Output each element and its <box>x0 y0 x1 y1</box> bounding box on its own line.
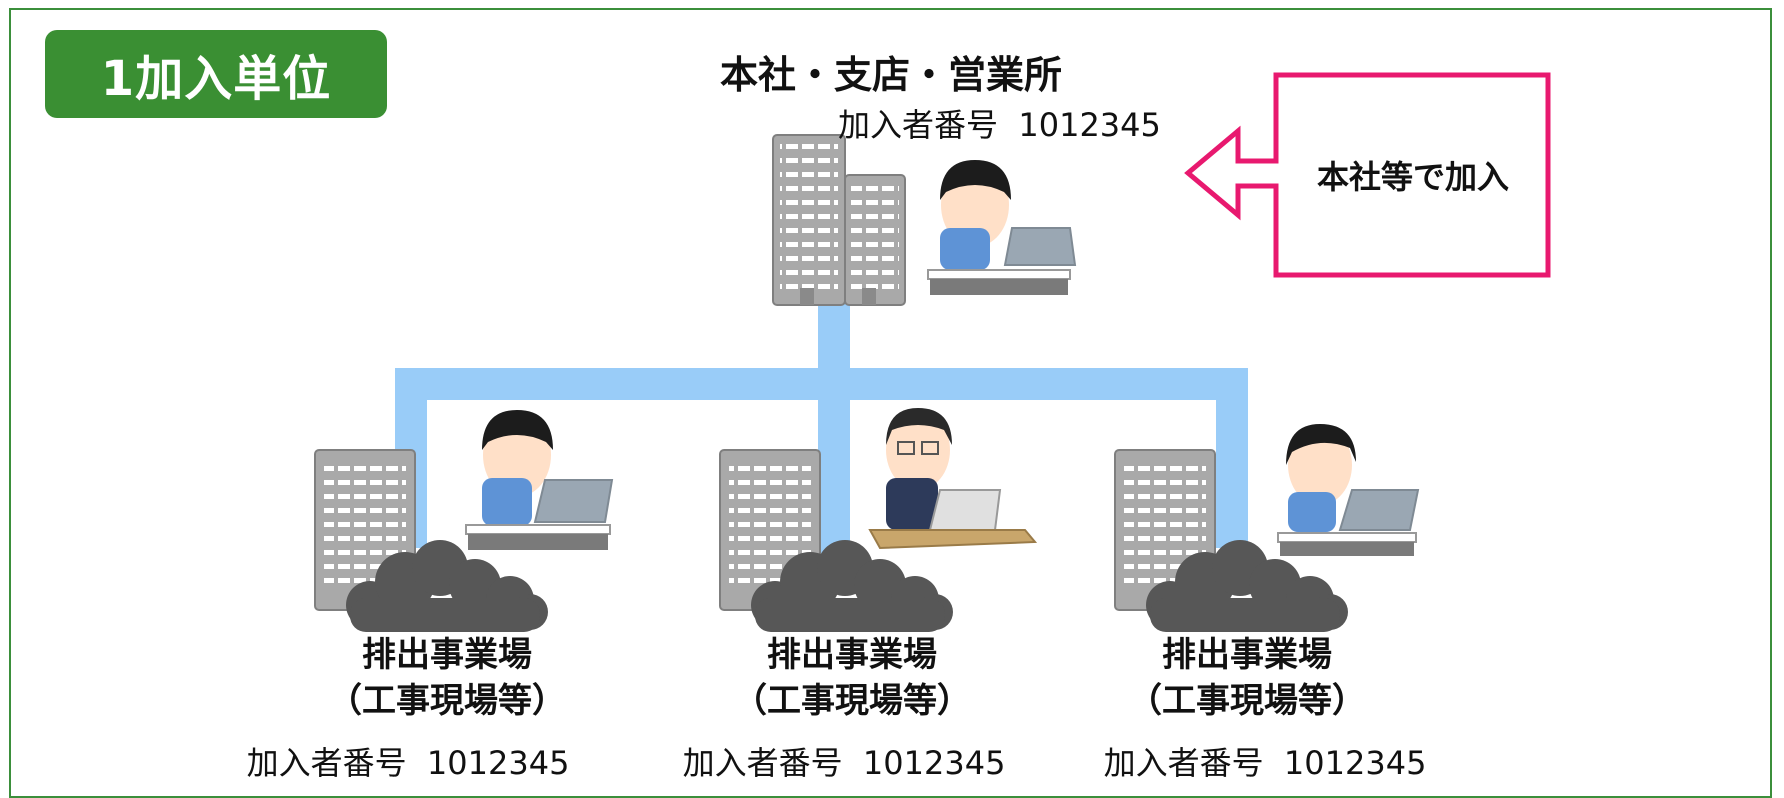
site-title-line1: 排出事業場 <box>362 635 532 675</box>
callout-arrow <box>1184 72 1551 278</box>
site-title: 排出事業場 （工事現場等） <box>287 632 607 724</box>
site-title: 排出事業場 （工事現場等） <box>1087 632 1407 724</box>
smoke-cloud-icon <box>1146 540 1348 632</box>
smoke-cloud-icon <box>751 540 953 632</box>
site-title-line2: （工事現場等） <box>328 681 566 721</box>
site-manager-icon <box>868 408 1038 550</box>
unit-badge-label: 1加入単位 <box>100 51 332 107</box>
site-number-label: 加入者番号 <box>246 744 407 782</box>
site-worker-icon <box>1277 424 1420 556</box>
site-title-line1: 排出事業場 <box>767 635 937 675</box>
site-title: 排出事業場 （工事現場等） <box>692 632 1012 724</box>
site-member-number: 加入者番号 1012345 <box>634 738 1054 784</box>
hq-building-icon <box>772 134 906 306</box>
site-member-number: 加入者番号 1012345 <box>1055 738 1475 784</box>
site-number-label: 加入者番号 <box>1103 744 1264 782</box>
site-number-value: 1012345 <box>862 744 1006 782</box>
site-title-line2: （工事現場等） <box>1128 681 1366 721</box>
site-title-line2: （工事現場等） <box>733 681 971 721</box>
hq-title: 本社・支店・営業所 <box>720 53 1063 97</box>
hq-worker-icon <box>927 160 1077 295</box>
unit-badge: 1加入単位 <box>45 30 387 118</box>
callout-label: 本社等で加入 <box>1316 158 1509 196</box>
site-number-value: 1012345 <box>1283 744 1427 782</box>
connector-lines <box>395 290 1248 568</box>
site-worker-icon <box>465 410 614 550</box>
site-member-number: 加入者番号 1012345 <box>198 738 618 784</box>
smoke-cloud-icon <box>346 540 548 632</box>
site-number-label: 加入者番号 <box>682 744 843 782</box>
hq-member-number: 加入者番号 1012345 <box>838 100 1161 146</box>
site-number-value: 1012345 <box>426 744 570 782</box>
hq-number-value: 1012345 <box>1018 106 1161 144</box>
site-title-line1: 排出事業場 <box>1162 635 1332 675</box>
hq-number-label: 加入者番号 <box>838 106 999 144</box>
